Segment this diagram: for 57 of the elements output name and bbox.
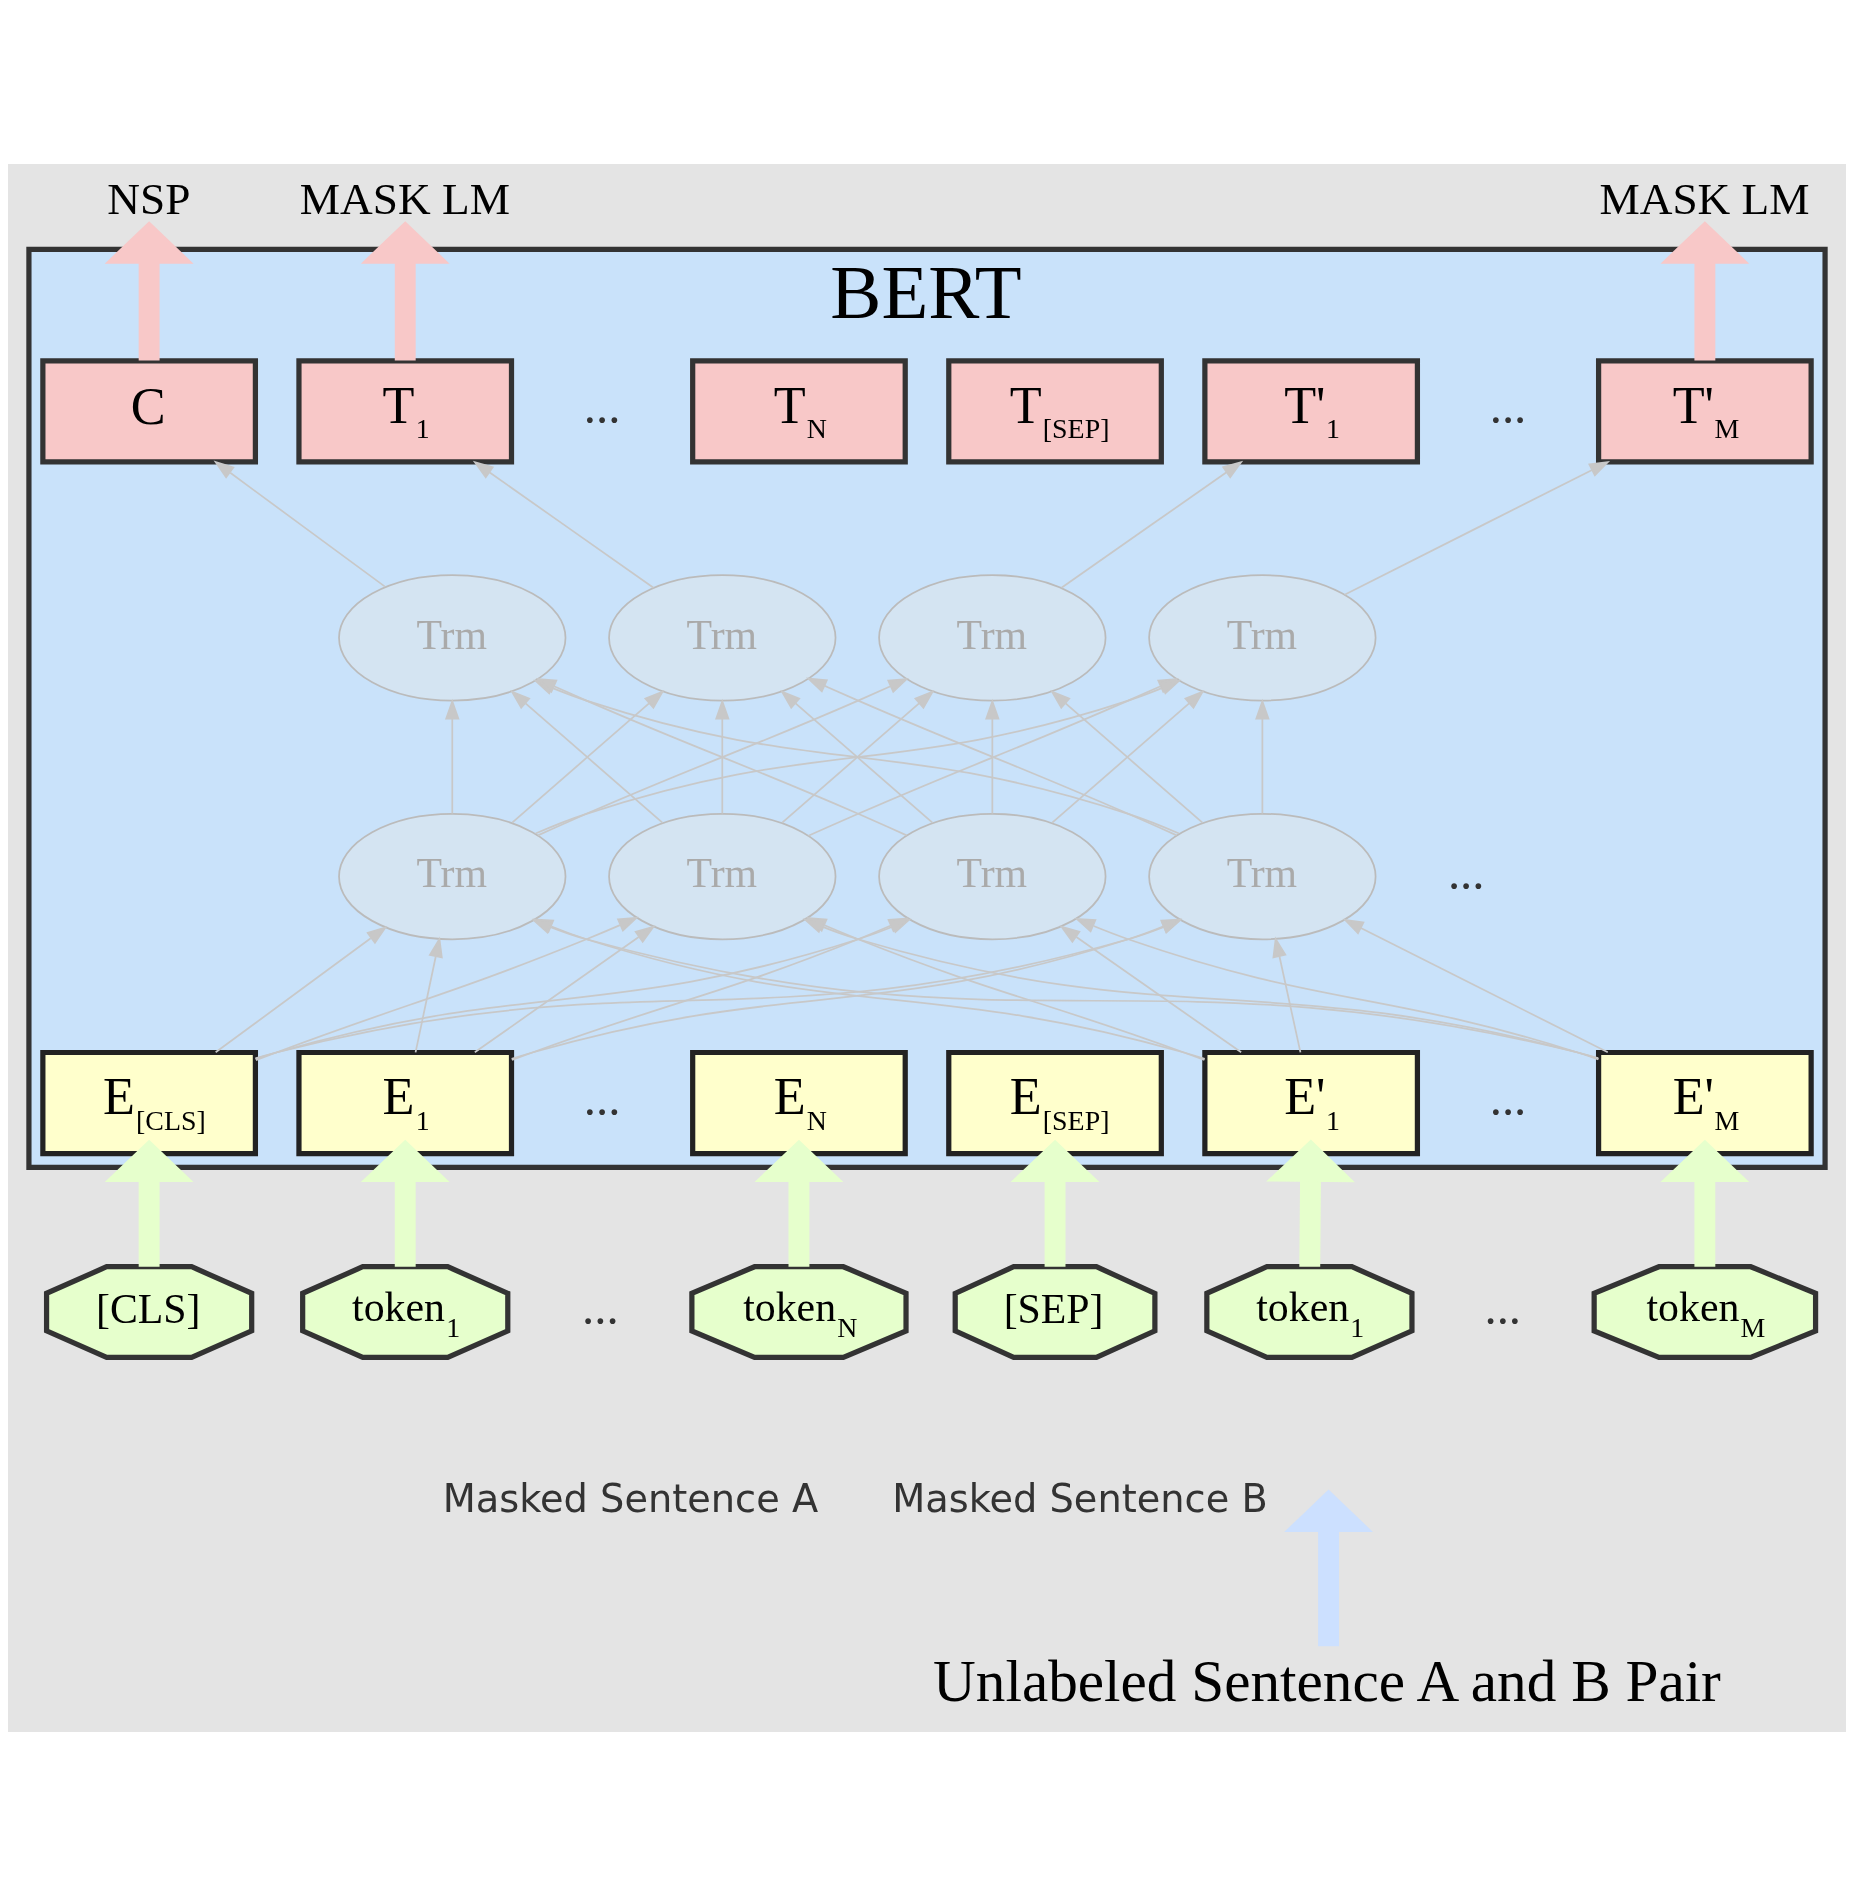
arrow xyxy=(1255,698,1270,814)
arrow xyxy=(1284,1489,1373,1646)
node-box: T$_{N}$ xyxy=(690,357,908,465)
arrow xyxy=(1660,220,1750,361)
node-box: T'$_{1}$ xyxy=(1202,357,1421,465)
node-box: T$_{[SEP]}$ xyxy=(946,357,1164,465)
label: ... xyxy=(1484,1280,1522,1335)
arrow xyxy=(985,698,1000,814)
arrow xyxy=(104,220,194,361)
label: ... xyxy=(1489,379,1527,434)
node-text: MASK LM xyxy=(299,173,510,224)
node-box: E$_{1}$ xyxy=(296,1049,515,1156)
arrow xyxy=(1266,1139,1355,1267)
arrow xyxy=(1343,460,1611,596)
arrow xyxy=(1272,935,1302,1053)
node-box: E'$_{M}$ xyxy=(1596,1049,1814,1156)
node-ellipse: Trm xyxy=(878,573,1107,701)
arrow xyxy=(1060,460,1244,589)
node-box: E$_{N}$ xyxy=(690,1049,908,1156)
node-text: MASK LM xyxy=(1599,173,1810,224)
node-ellipse: Trm xyxy=(608,573,837,701)
arrow xyxy=(360,1139,450,1267)
node-box: E$_{[SEP]}$ xyxy=(946,1049,1164,1156)
arrow xyxy=(1059,924,1243,1053)
label: ... xyxy=(1489,1071,1527,1126)
node-box: T'$_{M}$ xyxy=(1596,357,1814,465)
node-text: Unlabeled Sentence A and B Pair xyxy=(933,1647,1721,1714)
node-ellipse: Trm xyxy=(338,812,567,940)
node-box: C xyxy=(40,357,258,465)
arrow xyxy=(1010,1139,1100,1267)
arrow xyxy=(444,698,460,814)
node-box: E$_{[CLS]}$ xyxy=(40,1049,258,1156)
arrow xyxy=(754,1139,844,1267)
label: ... xyxy=(582,1280,619,1335)
arrow xyxy=(360,220,450,361)
arrow xyxy=(472,460,655,589)
arrow xyxy=(714,698,730,814)
node-box: T$_{1}$ xyxy=(296,357,515,465)
node-ellipse: Trm xyxy=(1148,812,1377,940)
arrow xyxy=(104,1139,194,1267)
node-box: E'$_{1}$ xyxy=(1202,1049,1421,1156)
label: Masked Sentence A xyxy=(442,1475,819,1521)
arrow xyxy=(214,925,388,1053)
label: ... xyxy=(583,379,621,434)
node-ellipse: Trm xyxy=(1148,573,1377,701)
node-text: NSP xyxy=(107,173,191,224)
label: Masked Sentence B xyxy=(892,1475,1268,1521)
arrow xyxy=(1342,918,1609,1053)
node-ellipse: Trm xyxy=(338,573,567,701)
node-ellipse: Trm xyxy=(608,812,837,940)
arrow xyxy=(213,460,386,587)
arrow xyxy=(1660,1139,1750,1267)
label: ... xyxy=(583,1071,621,1126)
label: ... xyxy=(1447,845,1485,900)
arrow xyxy=(473,924,656,1053)
arrow xyxy=(414,935,443,1053)
node-ellipse: Trm xyxy=(878,812,1107,940)
